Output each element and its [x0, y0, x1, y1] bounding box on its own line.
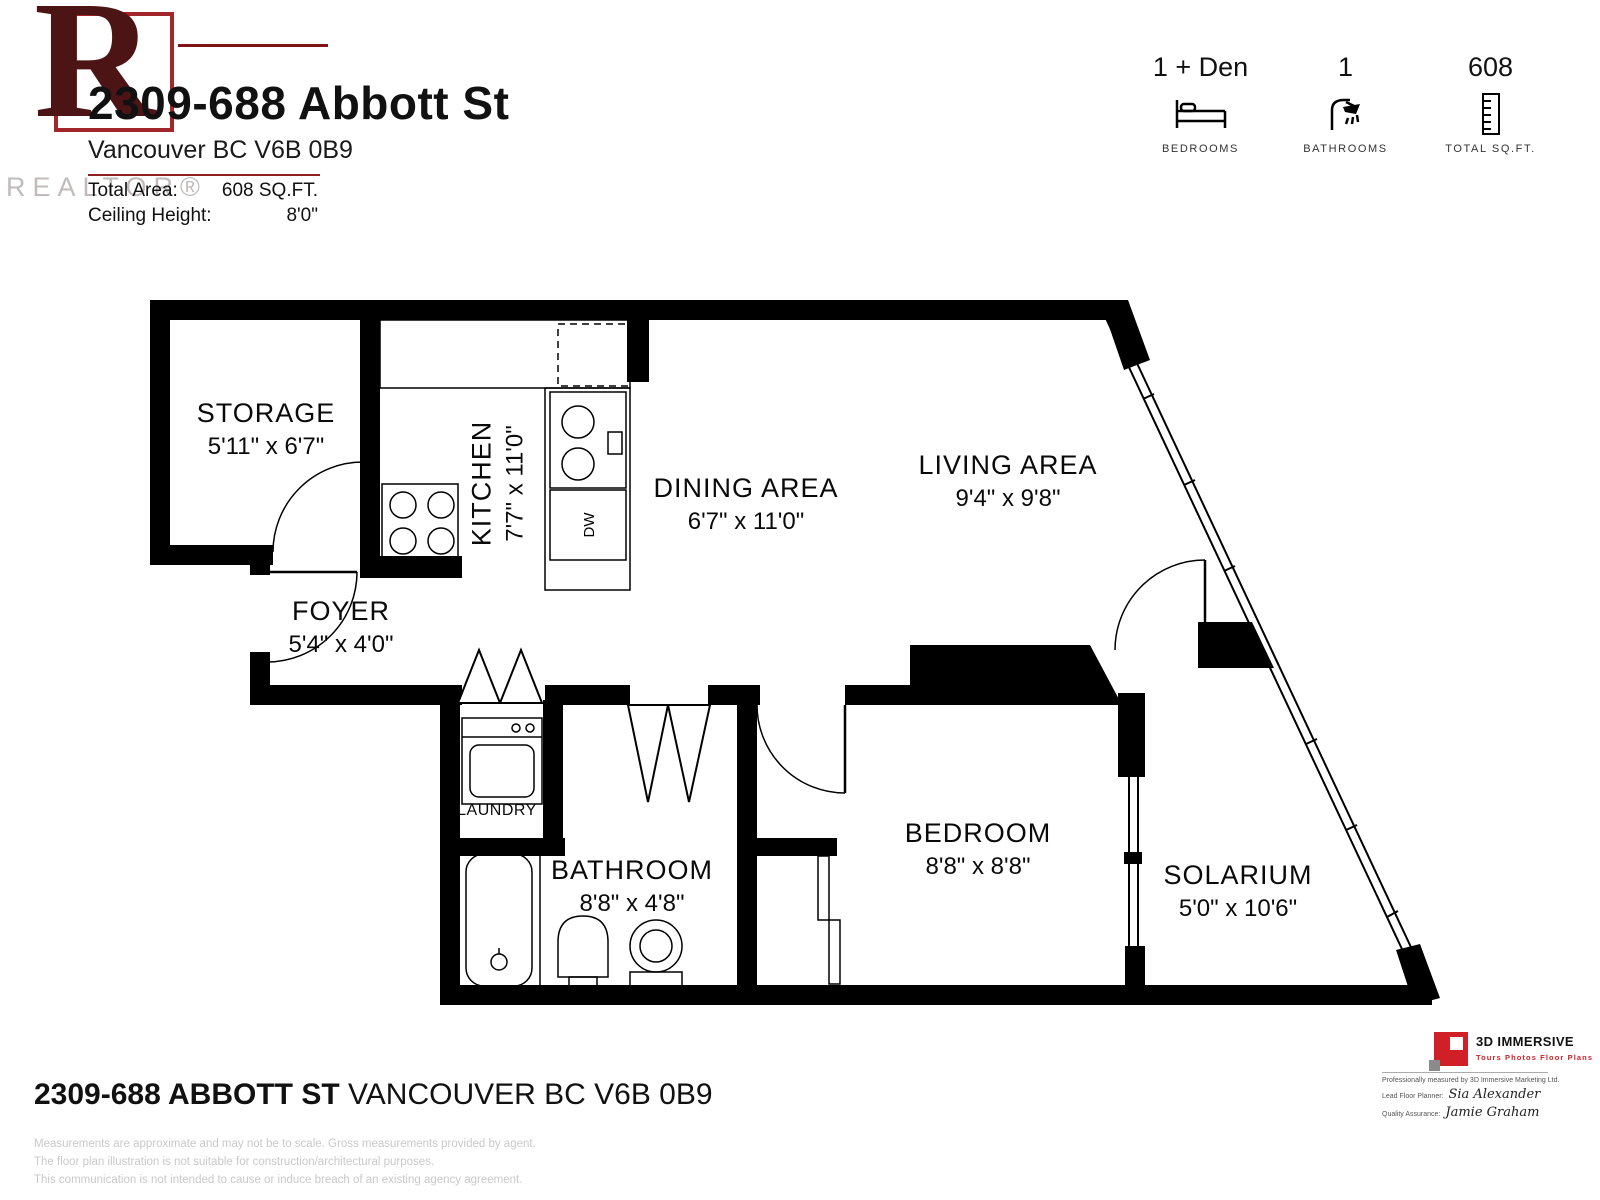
realtor-logo-frame	[54, 12, 174, 132]
footer-address-rest: VANCOUVER BC V6B 0B9	[339, 1078, 713, 1111]
room-label-kitchen: KITCHEN 7'7" x 11'0"	[466, 420, 529, 547]
stat-bathrooms: 1 BATHROOMS	[1273, 52, 1418, 155]
disclaimer-line-1: Measurements are approximate and may not…	[34, 1138, 536, 1150]
total-sqft-label: TOTAL SQ.FT.	[1445, 143, 1536, 155]
window-wall	[1103, 309, 1433, 997]
bathtub	[457, 845, 541, 995]
brand-measured-by: Professionally measured by 3D Immersive …	[1382, 1077, 1560, 1084]
total-area-label: Total Area:	[88, 180, 178, 201]
brand-divider	[1382, 1072, 1548, 1073]
total-area-row: Total Area: 608 SQ.FT.	[88, 180, 318, 202]
room-label-foyer: FOYER 5'4" x 4'0"	[288, 596, 394, 658]
room-label-solarium: SOLARIUM 5'0" x 10'6"	[1163, 860, 1313, 922]
qa-signature: Jamie Graham	[1445, 1105, 1540, 1120]
summary-stats: 1 + Den BEDROOMS 1	[1128, 52, 1563, 155]
room-label-bathroom: BATHROOM 8'8" x 4'8"	[551, 855, 713, 917]
sink-bowl-2	[561, 447, 595, 481]
bedroom-closet-sliding-door	[817, 855, 841, 985]
page-subtitle: Vancouver BC V6B 0B9	[88, 136, 353, 164]
ceiling-height-row: Ceiling Height: 8'0"	[88, 205, 318, 227]
laundry-fixtures	[461, 717, 543, 805]
kitchen-fixtures: DW	[379, 319, 631, 591]
stat-bedrooms: 1 + Den BEDROOMS	[1128, 52, 1273, 155]
bed-icon	[1128, 93, 1273, 135]
bedrooms-value: 1 + Den	[1152, 52, 1249, 82]
stat-total-sqft: 608 TOTAL SQ.FT.	[1418, 52, 1563, 155]
realtor-wordmark: REALTOR®	[6, 172, 207, 202]
bathroom-sink	[557, 915, 609, 991]
page-title: 2309-688 Abbott St	[88, 77, 510, 129]
disclaimer-line-3: This communication is not intended to ca…	[34, 1173, 523, 1186]
qa-label: Quality Assurance:	[1382, 1111, 1441, 1118]
entry-door	[266, 570, 358, 663]
living-bedroom-door	[1114, 559, 1207, 651]
sink-faucet	[607, 431, 623, 455]
realtor-logo-r: R	[34, 0, 156, 153]
toilet	[629, 919, 683, 989]
stove	[381, 483, 459, 559]
disclaimer-line-2: The floor plan illustration is not suita…	[34, 1155, 435, 1168]
ruler-icon	[1418, 93, 1563, 135]
brand-block: 3D IMMERSIVE Tours Photos Floor Plans Pr…	[1382, 1032, 1592, 1120]
meta-divider-line	[88, 174, 320, 176]
closet-bifold-door	[456, 647, 544, 704]
footer-address-bold: 2309-688 ABBOTT ST	[34, 1078, 340, 1111]
header-accent-line	[178, 44, 328, 47]
lead-planner-signature: Sia Alexander	[1448, 1087, 1541, 1102]
brand-tagline: Tours Photos Floor Plans	[1476, 1053, 1594, 1062]
dishwasher-label: DW	[581, 512, 598, 538]
footer-address: 2309-688 ABBOTT ST VANCOUVER BC V6B 0B9	[34, 1078, 713, 1112]
bathrooms-value: 1	[1337, 52, 1354, 82]
bathrooms-label: BATHROOMS	[1303, 143, 1388, 155]
bedroom-door	[756, 704, 847, 794]
ceiling-height-value: 8'0"	[286, 205, 318, 226]
washer	[461, 717, 543, 805]
disclaimer: Measurements are approximate and may not…	[34, 1136, 536, 1189]
shower-icon	[1273, 93, 1418, 135]
bedrooms-label: BEDROOMS	[1162, 143, 1239, 155]
realtor-logo: R REALTOR®	[6, 0, 242, 216]
storage-door	[272, 461, 365, 553]
brand-name: 3D IMMERSIVE	[1476, 1034, 1574, 1049]
ceiling-height-label: Ceiling Height:	[88, 205, 212, 226]
doors	[266, 461, 1207, 985]
room-label-bedroom: BEDROOM 8'8" x 8'8"	[904, 818, 1052, 880]
lead-planner-label: Lead Floor Planner:	[1382, 1093, 1444, 1100]
room-label-laundry: LAUNDRY	[457, 802, 537, 819]
room-label-living: LIVING AREA 9'4" x 9'8"	[918, 450, 1098, 512]
room-label-storage: STORAGE 5'11" x 6'7"	[196, 398, 336, 460]
3d-immersive-logo	[1429, 1032, 1468, 1071]
total-area-value: 608 SQ.FT.	[221, 180, 318, 201]
sink-bowl-1	[561, 405, 595, 439]
bathroom-fixtures	[457, 845, 683, 995]
dishwasher	[549, 489, 627, 561]
room-label-dining: DINING AREA 6'7" x 11'0"	[653, 473, 839, 535]
walls	[150, 300, 1440, 1005]
total-sqft-value: 608	[1467, 52, 1514, 82]
bathroom-bifold-door	[626, 704, 712, 803]
